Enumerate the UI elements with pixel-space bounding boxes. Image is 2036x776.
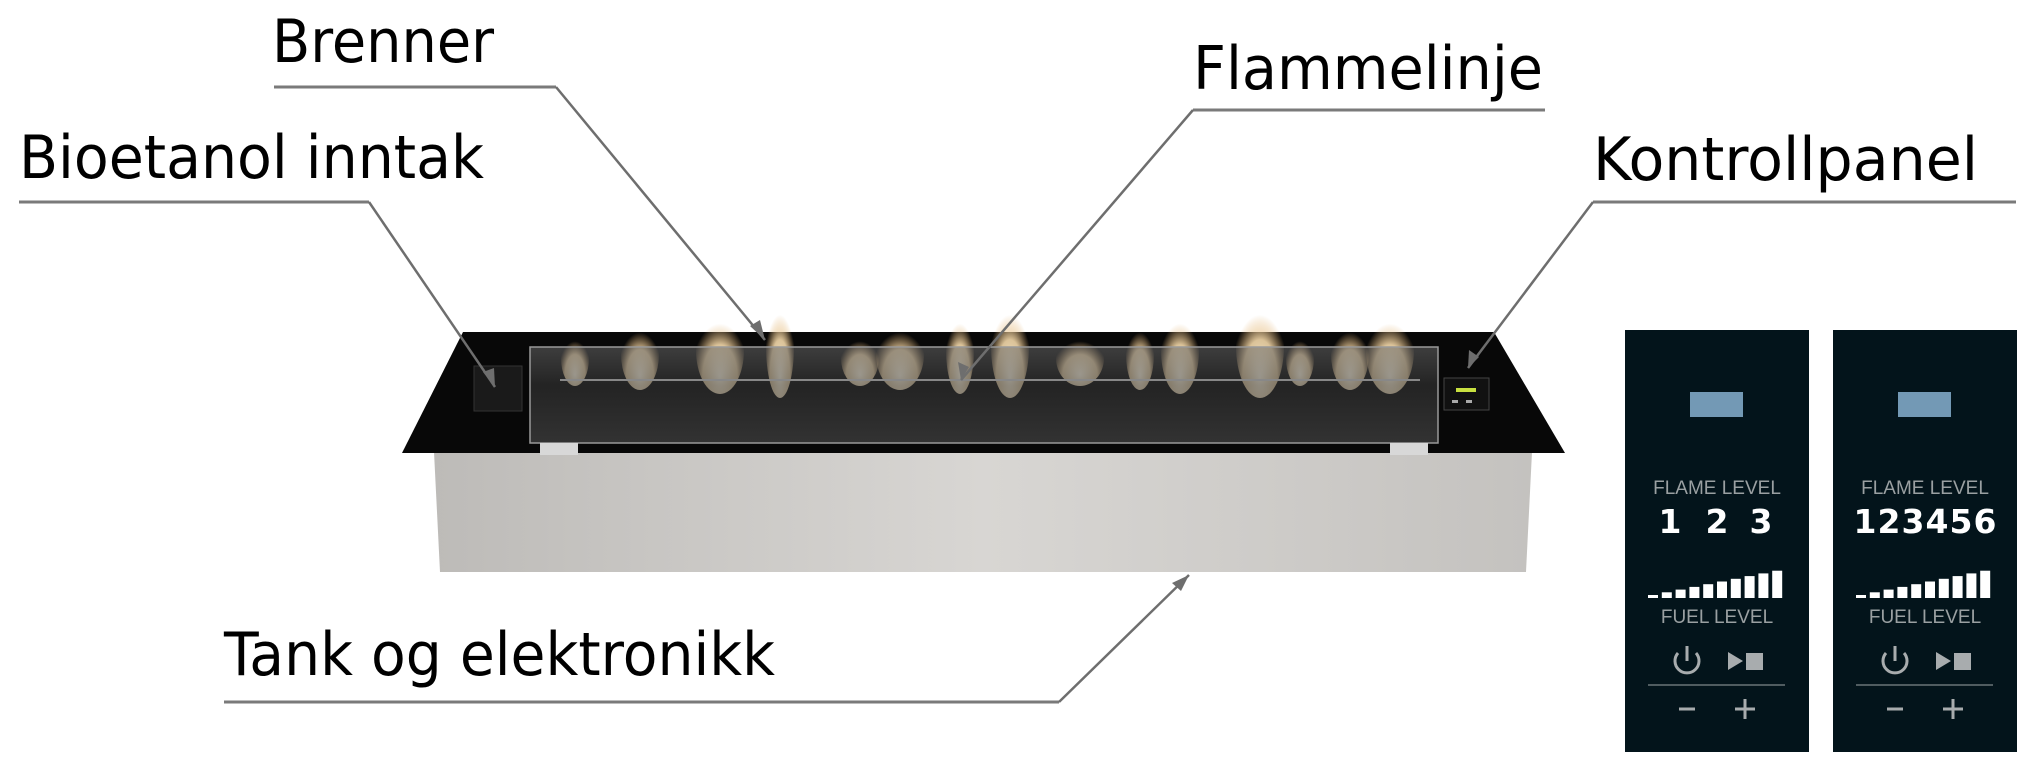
burner-leader: [555, 86, 766, 341]
control-panel-leader: [1467, 201, 1594, 369]
flame-level-6[interactable]: 6: [1974, 502, 1997, 541]
fuel-bar: [1980, 570, 1991, 598]
glass-foot-right: [1390, 443, 1428, 455]
flame-level-label: FLAME LEVEL: [1653, 478, 1781, 499]
flame-level-3[interactable]: 3: [1750, 502, 1773, 541]
flame-level-5[interactable]: 5: [1950, 502, 1973, 541]
play-stop-icon[interactable]: [1728, 652, 1763, 670]
label-tank: Tank og elektronikk: [223, 620, 775, 690]
fuel-level-label: FUEL LEVEL: [1661, 607, 1773, 628]
label-bioethanol-inlet: Bioetanol inntak: [19, 123, 484, 193]
fuel-bar: [1897, 586, 1908, 598]
arrowheads: [483, 320, 1479, 591]
display-window: [1690, 392, 1743, 417]
label-control-panel: Kontrollpanel: [1593, 125, 1978, 195]
flame-level-4[interactable]: 4: [1926, 502, 1949, 541]
control-panel-6-level: FLAME LEVEL 1 2 3 4 5 6 FUEL LEVEL: [1833, 330, 2017, 752]
label-flame-line: Flammelinje: [1193, 34, 1543, 104]
fuel-bar: [1925, 581, 1935, 598]
fuel-bar: [1689, 586, 1700, 598]
arrow-icon: [958, 362, 969, 380]
fuel-bar: [1758, 573, 1769, 598]
fuel-level-bars: [1648, 570, 1783, 598]
fuel-bar: [1772, 570, 1783, 598]
fireplace-insert: [402, 294, 1565, 572]
display-window: [1898, 392, 1951, 417]
inlet-leader: [367, 201, 497, 388]
power-icon[interactable]: [1673, 646, 1701, 675]
mini-control-panel: [1443, 377, 1490, 411]
arrow-icon: [750, 320, 765, 340]
arrow-icon: [1468, 350, 1479, 368]
power-icon[interactable]: [1881, 646, 1909, 675]
fuel-bar: [1744, 576, 1755, 598]
fuel-bar: [1966, 573, 1977, 598]
glass-foot-left: [540, 443, 578, 455]
control-panel-3-level: FLAME LEVEL 1 2 3 FUEL LEVEL: [1625, 330, 1809, 752]
fuel-bar: [1675, 589, 1686, 598]
flame-level-3[interactable]: 3: [1902, 502, 1925, 541]
flame-level-1[interactable]: 1: [1854, 502, 1877, 541]
tank-leader: [1058, 574, 1190, 703]
arrow-icon: [483, 368, 495, 387]
fuel-bar: [1938, 578, 1949, 598]
fuel-bar: [1703, 584, 1714, 598]
play-stop-icon[interactable]: [1936, 652, 1971, 670]
fuel-bar: [1717, 581, 1727, 598]
fuel-bar: [1730, 578, 1741, 598]
callouts: [19, 85, 2016, 704]
flame-level-1[interactable]: 1: [1659, 502, 1682, 541]
burner-glass-window: [529, 346, 1439, 444]
label-burner: Brenner: [272, 7, 494, 77]
tank-body: [434, 452, 1532, 572]
flame-level-2[interactable]: 2: [1706, 502, 1729, 541]
arrow-icon: [1172, 575, 1189, 591]
plus-icon[interactable]: [1943, 699, 1963, 719]
fuel-bar: [1661, 592, 1672, 598]
fuel-bar: [1883, 589, 1894, 598]
flame-level-2[interactable]: 2: [1878, 502, 1901, 541]
fuel-bar: [1869, 592, 1880, 598]
flame-line-leader: [960, 109, 1194, 381]
flame-level-label: FLAME LEVEL: [1861, 478, 1989, 499]
fuel-bar: [1911, 584, 1922, 598]
plus-icon[interactable]: [1735, 699, 1755, 719]
fuel-bar: [1856, 595, 1866, 598]
fuel-level-label: FUEL LEVEL: [1869, 607, 1981, 628]
fuel-bar: [1648, 595, 1658, 598]
fuel-bar: [1952, 576, 1963, 598]
fuel-level-bars: [1856, 570, 1991, 598]
bioethanol-inlet-cover: [473, 365, 523, 412]
